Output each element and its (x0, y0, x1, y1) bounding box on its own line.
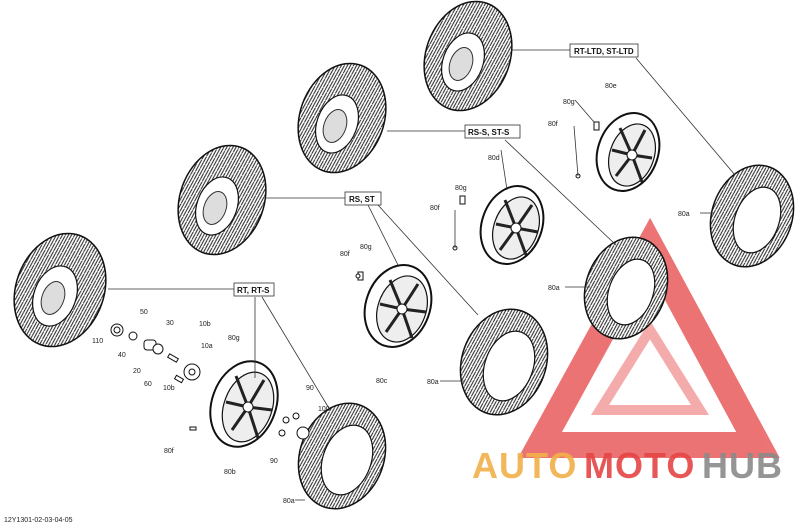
label-40: 40 (118, 352, 126, 359)
rim-80b (209, 360, 279, 448)
label-80g: 80g (228, 335, 240, 342)
label-10a: 10a (201, 343, 213, 350)
label-20: 20 (133, 368, 141, 375)
callout-rs-s: RS-S, ST-S (464, 124, 521, 139)
label-100: 100 (318, 406, 330, 413)
svg-text:RS-S, ST-S: RS-S, ST-S (468, 128, 510, 137)
label-80a: 80a (678, 211, 690, 218)
label-90: 90 (306, 385, 314, 392)
tire-rs (177, 144, 267, 256)
label-80g: 80g (455, 185, 467, 192)
label-80f: 80f (548, 121, 558, 128)
callout-rt: RT, RT-S (233, 282, 275, 297)
tire-rt (13, 232, 107, 348)
hub-parts (110, 121, 600, 440)
label-80a: 80a (427, 379, 439, 386)
watermark-hub: HUB (702, 445, 783, 486)
label-10b: 10b (163, 385, 175, 392)
label-80g: 80g (360, 244, 372, 251)
rim-80c (363, 264, 433, 348)
label-80f: 80f (340, 251, 350, 258)
label-10b: 10b (199, 321, 211, 328)
label-80e: 80e (605, 83, 617, 90)
watermark-moto: MOTO (584, 445, 695, 486)
label-80a: 80a (548, 285, 560, 292)
label-80g: 80g (563, 99, 575, 106)
label-80d: 80d (488, 155, 500, 162)
label-80f: 80f (430, 205, 440, 212)
tire-80a-right-top (709, 164, 795, 268)
label-60: 60 (144, 381, 152, 388)
rim-80e (595, 112, 661, 192)
tire-top (423, 0, 513, 112)
label-80a: 80a (283, 498, 295, 505)
label-30: 30 (166, 320, 174, 327)
label-80b: 80b (224, 469, 236, 476)
tire-80a-mid (459, 308, 549, 416)
diagram-code: 12Y1301-02-03-04-05 (4, 517, 73, 524)
svg-text:RT-LTD, ST-LTD: RT-LTD, ST-LTD (574, 47, 634, 56)
watermark-text: AUTO MOTO HUB (472, 445, 783, 486)
svg-text:RS, ST: RS, ST (349, 195, 375, 204)
tire-80a-bottom (297, 402, 387, 510)
label-90: 90 (270, 458, 278, 465)
svg-text:RT, RT-S: RT, RT-S (237, 286, 270, 295)
callout-rt-ltd: RT-LTD, ST-LTD (569, 43, 639, 58)
tire-80a-right-mid (583, 236, 669, 340)
label-80c: 80c (376, 378, 388, 385)
label-50: 50 (140, 309, 148, 316)
label-80f: 80f (164, 448, 174, 455)
part-labels: 80a 80a 80a 80a 80e 80g 80f 80d 80g 80f … (92, 83, 690, 505)
callout-rs: RS, ST (344, 191, 382, 206)
tire-rs-s (297, 62, 387, 174)
watermark-triangle (518, 217, 780, 458)
label-110: 110 (92, 338, 103, 345)
watermark-auto: AUTO (472, 445, 577, 486)
rim-80d (479, 185, 545, 265)
leader-lines (108, 49, 736, 501)
